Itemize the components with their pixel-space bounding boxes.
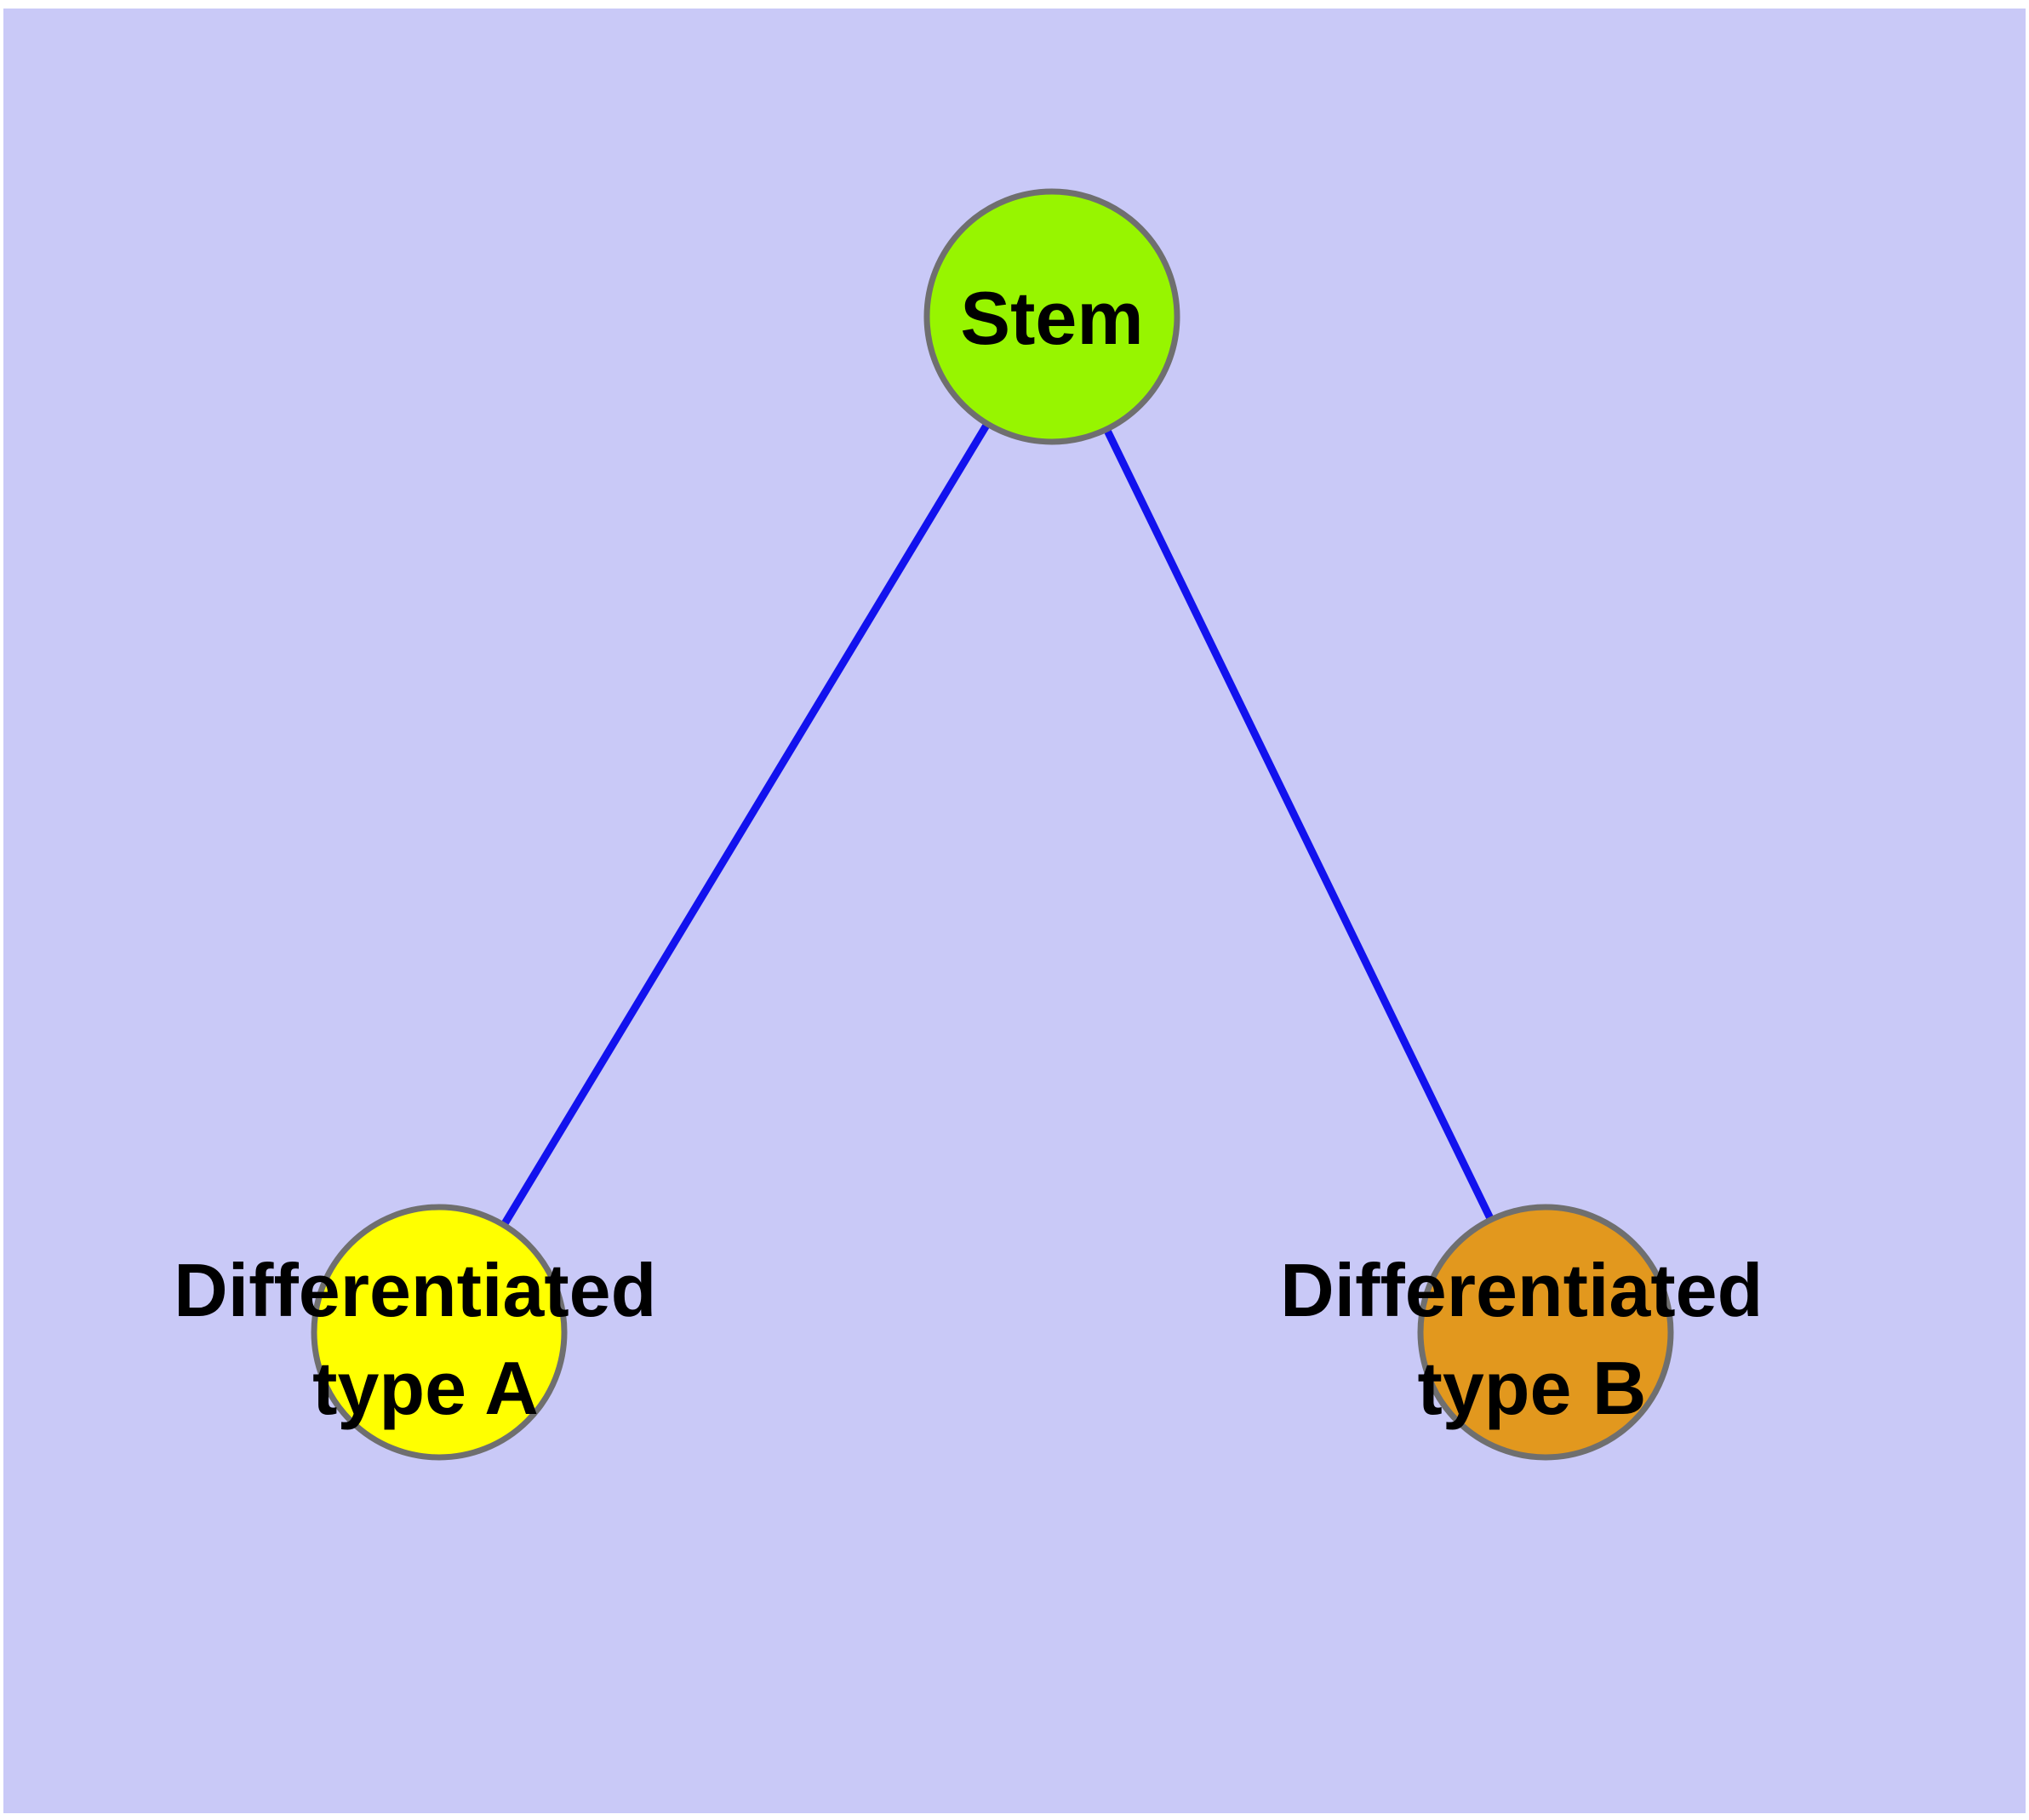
node-stem (923, 188, 1180, 445)
node-differentiated-type-b (1417, 1204, 1674, 1461)
node-type-a-label-line2: type A (312, 1346, 539, 1430)
node-differentiated-type-a (311, 1204, 568, 1461)
node-type-a-label-line1: Differentiated (174, 1248, 656, 1332)
edge-stem-to-type-a (436, 314, 1055, 1335)
node-type-b-label: Differentiated type B (1280, 1248, 1784, 1430)
edge-stem-to-type-b (1048, 315, 1550, 1334)
node-type-b-label-line1: Differentiated (1280, 1248, 1763, 1332)
node-type-a-label: Differentiated type A (174, 1248, 677, 1430)
node-stem-label: Stem (960, 276, 1143, 360)
node-type-b-label-line2: type B (1418, 1346, 1647, 1430)
